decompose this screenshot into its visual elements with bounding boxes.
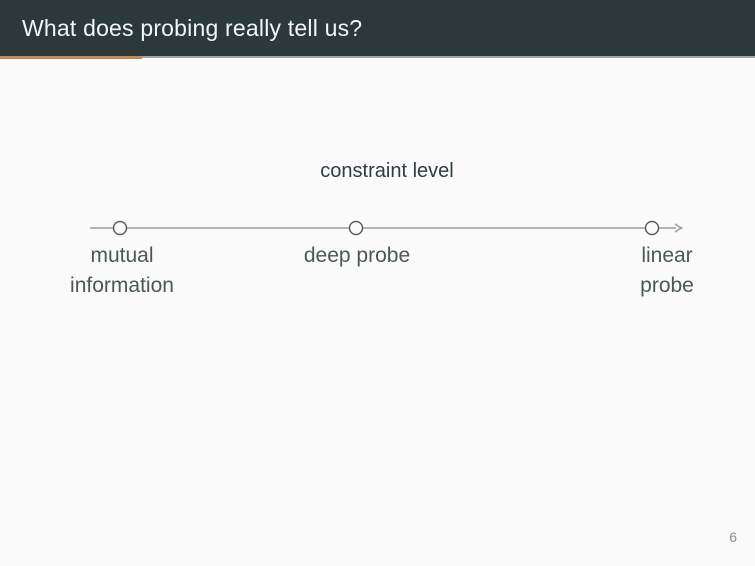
axis-point-mutual-information <box>112 220 128 236</box>
axis-label-mutual-information: mutual information <box>70 244 174 297</box>
axis-label-linear-probe: linear probe <box>640 244 694 297</box>
page-number: 6 <box>729 529 737 545</box>
constraint-axis <box>90 220 683 236</box>
slide-header: What does probing really tell us? <box>0 0 755 56</box>
axis-arrowhead-icon <box>674 223 683 233</box>
axis-label-deep-probe: deep probe <box>303 244 411 267</box>
progress-fill <box>0 56 142 59</box>
progress-bar <box>0 56 755 59</box>
axis-title: constraint level <box>320 160 454 182</box>
axis-point-linear-probe <box>644 220 660 236</box>
slide-title: What does probing really tell us? <box>22 14 363 41</box>
progress-track <box>0 56 755 58</box>
axis-point-deep-probe <box>348 220 364 236</box>
